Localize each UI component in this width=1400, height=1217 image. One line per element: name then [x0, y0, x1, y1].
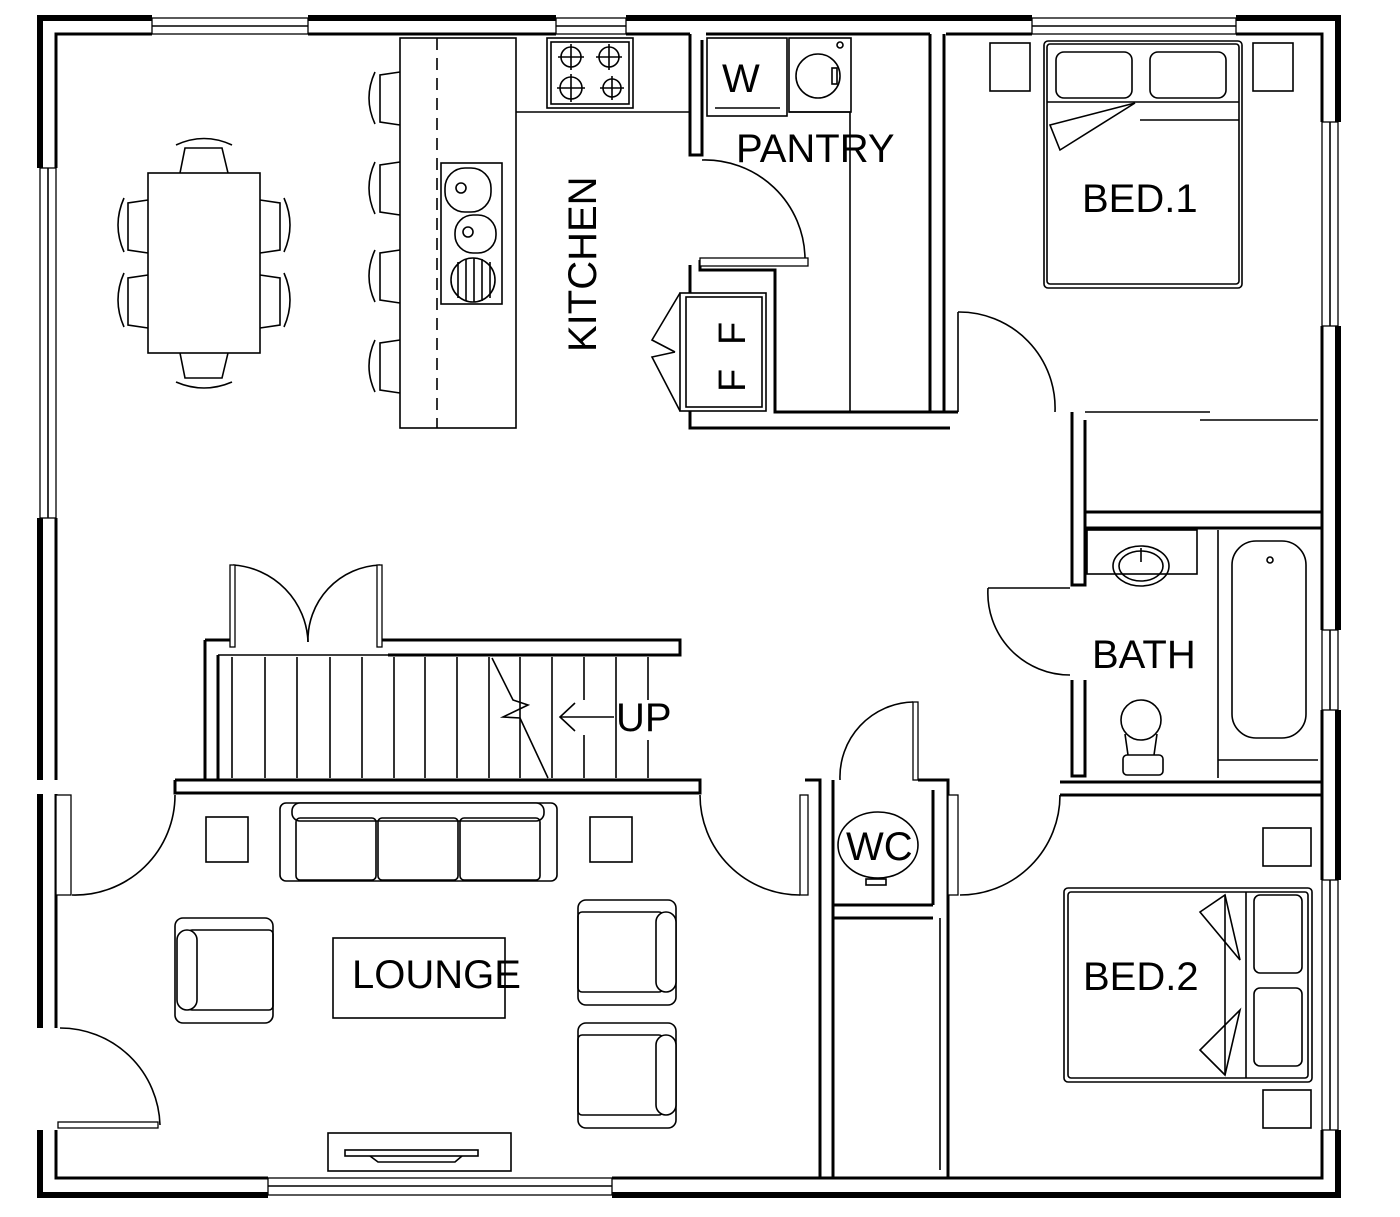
stair-break-line	[491, 657, 549, 779]
washer-label: W	[722, 57, 760, 101]
fridge: F F	[650, 292, 767, 412]
stair-treads	[231, 657, 649, 778]
armchair-right-top	[577, 899, 677, 1006]
armchair-right-bottom	[577, 1022, 677, 1129]
bed1-door	[957, 311, 1056, 413]
bathroom: BATH	[987, 529, 1318, 778]
armchair-left	[174, 917, 274, 1024]
wc-room: WC	[837, 701, 1061, 896]
pantry-door	[701, 159, 806, 259]
dining-door	[71, 794, 176, 896]
bath-door	[987, 587, 1071, 676]
closet-double-door	[232, 564, 309, 643]
pantry-label: PANTRY	[736, 127, 895, 171]
entry-door	[59, 1027, 161, 1126]
staircase: UP	[229, 564, 672, 779]
fridge-label-a: F	[712, 322, 754, 345]
bed1-label: BED.1	[1082, 177, 1198, 221]
wc-door	[839, 701, 914, 781]
tv-unit	[327, 1132, 512, 1172]
coffee-table	[332, 937, 506, 1019]
stairs-up-label: UP	[616, 696, 672, 740]
bar-stools	[368, 71, 401, 394]
bed-2: BED.2	[1063, 827, 1313, 1129]
lounge-label: LOUNGE	[352, 953, 521, 997]
sofa	[279, 802, 558, 882]
bed-1: BED.1	[957, 40, 1294, 413]
bed2-label: BED.2	[1083, 955, 1199, 999]
fridge-label-b: F	[712, 369, 754, 392]
kitchen-counter: KITCHEN	[368, 37, 690, 429]
lounge: LOUNGE	[55, 794, 809, 1172]
bath-label: BATH	[1092, 633, 1196, 677]
laundry: W PANTRY	[706, 37, 895, 171]
bed2-door	[959, 794, 1061, 896]
exterior-walls	[37, 15, 1341, 1198]
wc-label: WC	[846, 825, 913, 869]
sink	[440, 162, 503, 305]
dining-table-set	[117, 137, 291, 389]
hall-door	[699, 794, 801, 896]
kitchen-label: KITCHEN	[561, 176, 605, 352]
interior-walls	[173, 34, 1322, 1178]
cooktop	[546, 37, 634, 109]
